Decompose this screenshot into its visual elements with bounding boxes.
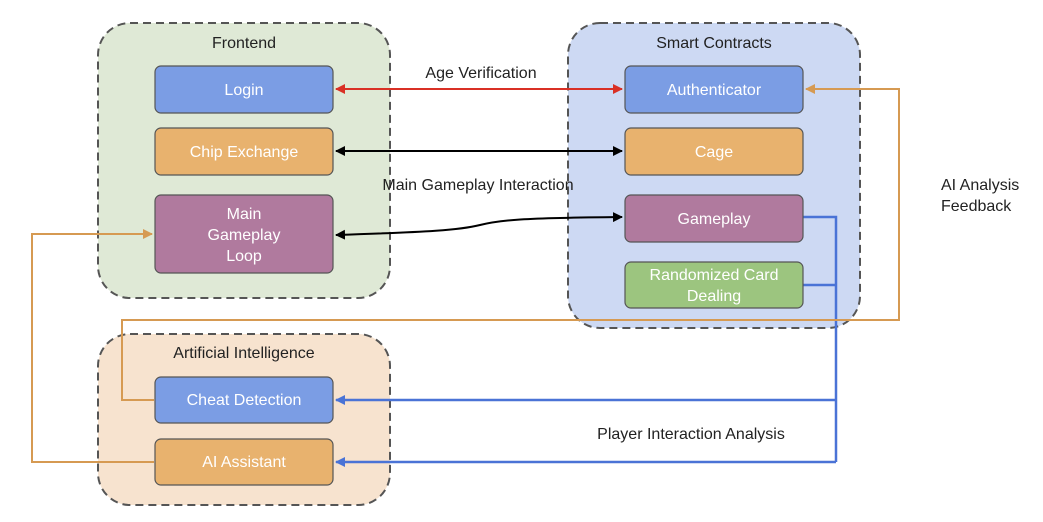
edge-label-main-gameplay-interaction: Main Gameplay Interaction <box>382 177 573 194</box>
node-authenticator: Authenticator <box>624 65 804 114</box>
node-ai-assistant-label: AI Assistant <box>202 454 286 471</box>
node-card-dealing-line-1: Randomized Card <box>650 267 779 284</box>
node-randomized-card-dealing: Randomized Card Dealing <box>624 261 804 309</box>
edge-ai-assistant-to-main-loop <box>31 229 154 463</box>
group-ai-title: Artificial Intelligence <box>173 345 315 362</box>
node-ai-assistant: AI Assistant <box>154 438 334 486</box>
node-card-dealing-line-2: Dealing <box>687 288 741 305</box>
node-gameplay-label: Gameplay <box>678 211 751 228</box>
node-login-label: Login <box>224 82 263 99</box>
edge-main-gameplay-interaction <box>335 212 623 240</box>
edge-gameplay-out <box>803 215 838 462</box>
edge-label-player-interaction-analysis: Player Interaction Analysis <box>597 426 785 443</box>
node-main-loop-line-3: Loop <box>226 248 262 265</box>
node-gameplay: Gameplay <box>624 194 804 243</box>
group-frontend-title: Frontend <box>212 35 276 52</box>
node-cage-label: Cage <box>695 144 733 161</box>
node-chip-exchange-label: Chip Exchange <box>190 144 299 161</box>
edge-label-age-verification: Age Verification <box>425 65 536 82</box>
node-authenticator-label: Authenticator <box>667 82 762 99</box>
node-login: Login <box>154 65 334 114</box>
node-main-loop-line-1: Main <box>227 206 262 223</box>
node-chip-exchange: Chip Exchange <box>154 127 334 176</box>
edge-ai-analysis-feedback <box>121 84 900 401</box>
node-main-gameplay-loop: Main Gameplay Loop <box>154 194 334 274</box>
group-smart-contracts-title: Smart Contracts <box>656 35 772 52</box>
edge-label-ai-analysis-feedback-1: AI Analysis <box>941 177 1019 194</box>
node-main-loop-line-2: Gameplay <box>208 227 281 244</box>
node-cage: Cage <box>624 127 804 176</box>
node-cheat-detection: Cheat Detection <box>154 376 334 424</box>
node-cheat-detection-label: Cheat Detection <box>187 392 302 409</box>
edge-label-ai-analysis-feedback-2: Feedback <box>941 198 1012 215</box>
